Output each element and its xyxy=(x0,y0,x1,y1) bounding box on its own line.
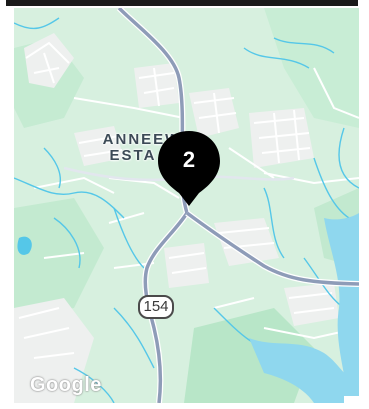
marker-number: 2 xyxy=(182,147,196,172)
streams xyxy=(14,17,359,403)
map-corner xyxy=(344,396,359,403)
highway-154 xyxy=(117,8,189,403)
area-label-line2: ESTA xyxy=(109,147,157,164)
local-roads xyxy=(18,41,359,359)
marker-shape xyxy=(158,131,220,206)
map-base xyxy=(14,8,359,403)
park-area xyxy=(264,8,359,128)
lake xyxy=(249,338,359,403)
park-area xyxy=(14,198,104,318)
built-area xyxy=(24,33,74,88)
built-area xyxy=(14,298,94,403)
route-shield-label: 154 xyxy=(143,298,169,315)
river xyxy=(324,213,359,403)
route-shield: 154 xyxy=(138,295,174,319)
area-label: ANNEEW ESTA xyxy=(82,132,202,164)
built-area xyxy=(164,243,209,288)
top-border xyxy=(6,0,358,6)
map-canvas[interactable]: ANNEEW ESTA 154 2 Google xyxy=(14,8,359,403)
pond xyxy=(17,236,32,255)
built-area xyxy=(214,218,279,266)
east-road xyxy=(185,211,359,286)
map-marker[interactable]: 2 xyxy=(154,129,224,209)
google-logo: Google xyxy=(30,374,102,396)
built-area xyxy=(189,88,239,138)
built-area xyxy=(249,108,314,168)
marker-pin-icon xyxy=(158,131,220,206)
area-label-line1: ANNEEW xyxy=(102,131,182,148)
